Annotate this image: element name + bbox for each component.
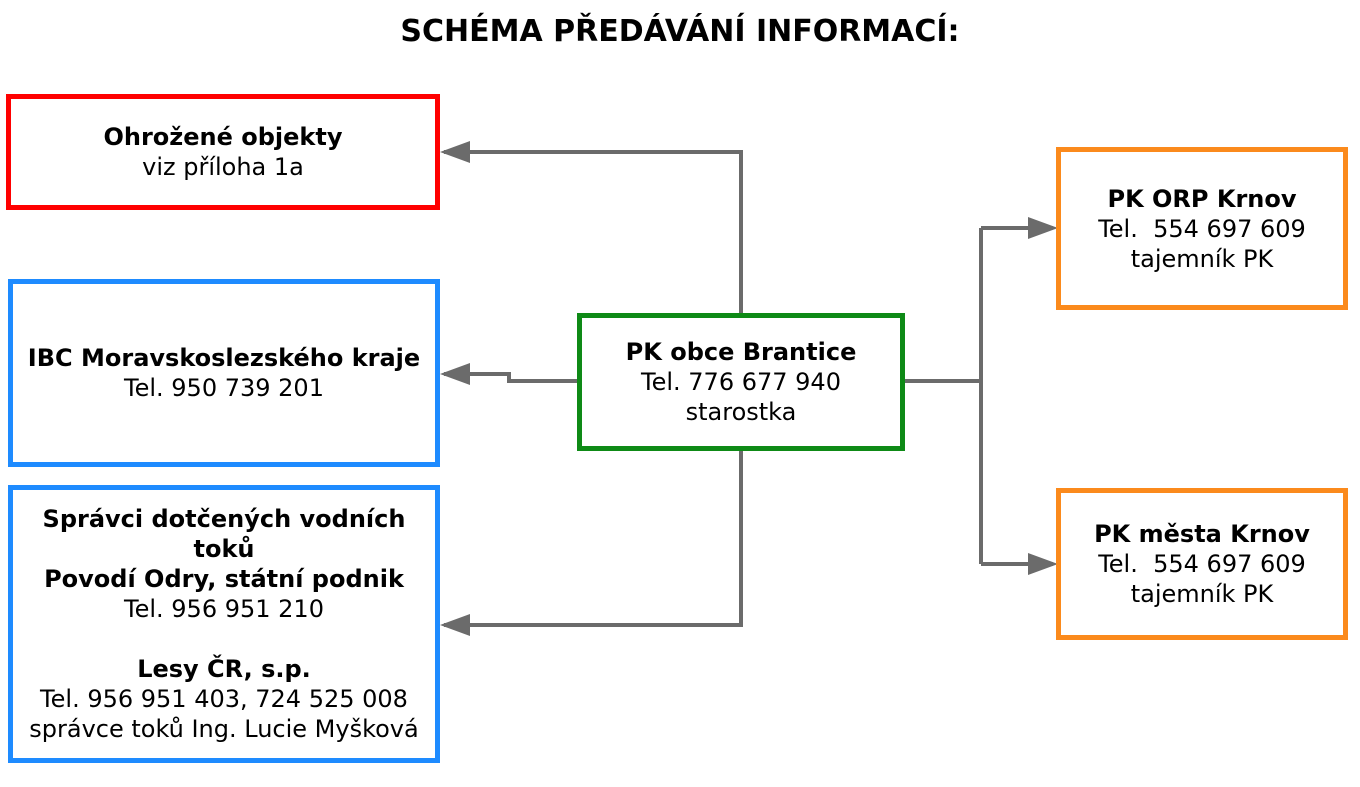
arrow-to-threatened-objects [444, 150, 743, 315]
center-name: PK obce Brantice [625, 338, 857, 366]
arrow-to-stream-managers [444, 451, 743, 627]
arrowhead-orp [1028, 217, 1058, 239]
city-krnov-box: PK města Krnov Tel. 554 697 609 tajemník… [1056, 488, 1348, 640]
lesy-cr-name: Lesy ČR, s.p. [137, 655, 311, 683]
city-krnov-role: tajemník PK [1130, 580, 1274, 608]
city-krnov-phone: Tel. 554 697 609 [1098, 550, 1306, 578]
povodi-odry-phone: Tel. 956 951 210 [124, 595, 324, 623]
arrowhead-streams [440, 614, 470, 636]
center-phone: Tel. 776 677 940 [641, 368, 841, 396]
stream-managers-heading: Správci dotčených vodních toků [42, 505, 406, 563]
lesy-cr-manager: správce toků Ing. Lucie Myšková [29, 715, 419, 743]
threatened-objects-name: Ohrožené objekty [103, 123, 343, 151]
ibc-phone: Tel. 950 739 201 [124, 374, 324, 402]
center-role: starostka [685, 398, 797, 426]
stream-managers-box: Správci dotčených vodních toků Povodí Od… [8, 485, 440, 763]
diagram-title: SCHÉMA PŘEDÁVÁNÍ INFORMACÍ: [400, 14, 960, 49]
lesy-cr-phone: Tel. 956 951 403, 724 525 008 [40, 685, 408, 713]
city-krnov-name: PK města Krnov [1094, 520, 1310, 548]
povodi-odry-name: Povodí Odry, státní podnik [44, 565, 404, 593]
threatened-objects-note: viz příloha 1a [142, 153, 304, 181]
orp-krnov-name: PK ORP Krnov [1107, 184, 1297, 213]
center-brantice-box: PK obce Brantice Tel. 776 677 940 staros… [577, 313, 905, 451]
ibc-name: IBC Moravskoslezského kraje [27, 344, 421, 372]
orp-krnov-role: tajemník PK [1130, 244, 1274, 273]
arrow-to-ibc [444, 372, 579, 383]
orp-krnov-phone: Tel. 554 697 609 [1098, 214, 1306, 243]
ibc-box: IBC Moravskoslezského kraje Tel. 950 739… [8, 279, 440, 467]
arrowhead-ibc [440, 363, 470, 385]
threatened-objects-box: Ohrožené objekty viz příloha 1a [6, 94, 440, 210]
orp-krnov-box: PK ORP Krnov Tel. 554 697 609 tajemník P… [1056, 147, 1348, 310]
arrowhead-city [1028, 553, 1058, 575]
arrowhead-threatened [440, 141, 470, 163]
